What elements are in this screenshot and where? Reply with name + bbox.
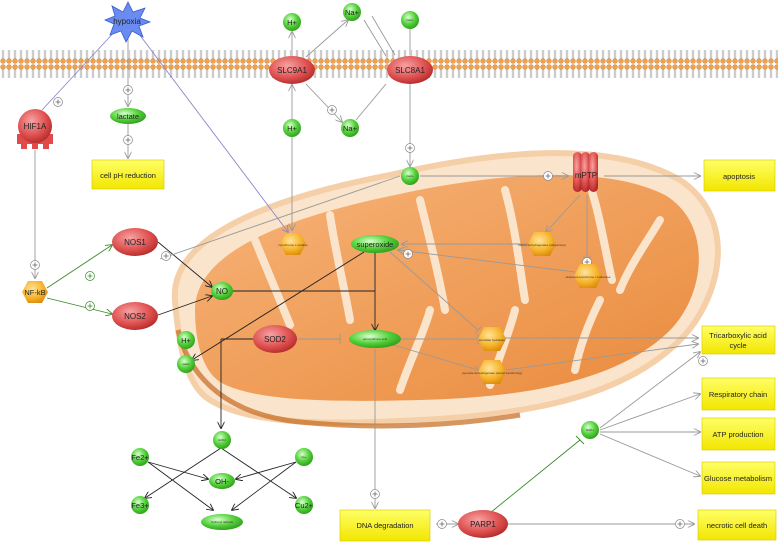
h-mid-label: H+ [287, 124, 297, 133]
ca-top-label: Ca2+ [406, 18, 414, 22]
hif1a-label: HIF1A [24, 122, 47, 131]
nfkb-node[interactable]: NF-kB [22, 281, 48, 303]
mptp-node[interactable]: mPTP [573, 152, 598, 192]
nos2-label: NOS2 [124, 312, 146, 321]
h-top-label: H+ [287, 18, 297, 27]
nad-node[interactable]: NAD+ [581, 421, 599, 439]
pdh-label: pyruvate dehydrogenase (acetyl-transferr… [462, 371, 522, 375]
pdh-node[interactable]: pyruvate dehydrogenase (acetyl-transferr… [462, 360, 522, 384]
hydroxyl-label: hydroxyl radicals [211, 520, 234, 524]
resp-label: Respiratory chain [709, 390, 767, 399]
ubiq-label: ubiquinol-cytochrome c reductase [566, 275, 611, 279]
na-bot-node[interactable]: Na+ [341, 119, 359, 137]
resp-box[interactable]: Respiratory chain [701, 377, 776, 411]
cu2-label: Cu2+ [295, 501, 314, 510]
oh-node[interactable]: OH- [209, 473, 235, 489]
aconitase-label: aconitate hydratase [479, 338, 506, 342]
dna-box[interactable]: DNA degradation [339, 509, 431, 542]
slc8a1-label: SLC8A1 [395, 66, 425, 75]
no-node[interactable]: NO [211, 282, 233, 300]
ubiq-node[interactable]: ubiquinol-cytochrome c reductase [566, 264, 611, 288]
cytochrome-node[interactable]: cytochrome c oxidase [278, 233, 308, 255]
parp1-label: PARP1 [470, 520, 496, 529]
aconitase-node[interactable]: aconitate hydratase [478, 327, 506, 351]
nad-label: NAD+ [586, 428, 594, 432]
h-top-node[interactable]: H+ [283, 13, 301, 31]
cytochrome-label: cytochrome c oxidase [278, 243, 307, 247]
slc9a1-label: SLC9A1 [277, 66, 307, 75]
atp-label: ATP production [712, 430, 763, 439]
hypoxia-node[interactable]: hypoxia [103, 1, 152, 43]
h-mid-node[interactable]: H+ [283, 119, 301, 137]
cell-ph-label: cell pH reduction [100, 171, 156, 180]
cu2-node[interactable]: Cu2+ [295, 496, 314, 514]
slc9a1-node[interactable]: SLC9A1 [269, 56, 315, 84]
ca-top-node[interactable]: Ca2+ [401, 11, 419, 29]
na-top-label: Na+ [345, 8, 360, 17]
necrotic-box[interactable]: necrotic cell death [697, 509, 777, 541]
sod2-node[interactable]: SOD2 [253, 325, 297, 353]
ca-mid-node[interactable]: Ca2+ [401, 167, 419, 185]
fe3-node[interactable]: Fe3+ [131, 496, 149, 514]
superoxide-node[interactable]: superoxide [351, 235, 399, 253]
parp1-node[interactable]: PARP1 [458, 510, 508, 538]
nadh-label: NADH dehydrogenase (ubiquinone) [518, 243, 566, 247]
peroxynitrous-node[interactable]: peroxynitrous acid [349, 330, 401, 348]
h2o2-label: H2O2 [218, 438, 226, 442]
mptp-label: mPTP [575, 171, 597, 180]
fe2-label: Fe2+ [131, 453, 149, 462]
fe2-node[interactable]: Fe2+ [131, 448, 149, 466]
glucose-box[interactable]: Glucose metabolism [701, 461, 776, 495]
cu1-node[interactable]: Cu+ [295, 448, 313, 466]
lactate-label: lactate [117, 112, 139, 121]
water-node[interactable]: water [177, 355, 195, 373]
oh-label: OH- [215, 477, 229, 486]
apoptosis-box[interactable]: apoptosis [703, 159, 776, 192]
atp-box[interactable]: ATP production [701, 417, 776, 451]
h2o2-node[interactable]: H2O2 [213, 431, 231, 449]
na-top-node[interactable]: Na+ [343, 3, 361, 21]
nfkb-label: NF-kB [24, 288, 45, 297]
lactate-node[interactable]: lactate [110, 108, 146, 124]
h-left-label: H+ [181, 336, 191, 345]
nos1-label: NOS1 [124, 238, 146, 247]
cu1-label: Cu+ [301, 455, 307, 459]
dna-label: DNA degradation [356, 521, 413, 530]
sod2-label: SOD2 [264, 335, 286, 344]
nos1-node[interactable]: NOS1 [112, 228, 158, 256]
nadh-node[interactable]: NADH dehydrogenase (ubiquinone) [518, 232, 566, 256]
hydroxyl-node[interactable]: hydroxyl radicals [201, 514, 243, 530]
hypoxia-label: hypoxia [113, 17, 141, 26]
water-label: water [182, 362, 189, 366]
slc8a1-node[interactable]: SLC8A1 [387, 56, 433, 84]
necrotic-label: necrotic cell death [707, 521, 767, 530]
ca-mid-label: Ca2+ [406, 174, 414, 178]
h-left-node[interactable]: H+ [177, 331, 195, 349]
cell-ph-box[interactable]: cell pH reduction [91, 159, 165, 190]
no-label: NO [216, 287, 228, 296]
apoptosis-label: apoptosis [723, 172, 755, 181]
fe3-label: Fe3+ [131, 501, 149, 510]
glucose-label: Glucose metabolism [704, 474, 772, 483]
peroxynitrous-label: peroxynitrous acid [363, 337, 388, 341]
superoxide-label: superoxide [357, 240, 394, 249]
hif1a-node[interactable]: HIF1A [17, 109, 53, 149]
nos2-node[interactable]: NOS2 [112, 302, 158, 330]
mitochondrion [171, 150, 721, 429]
na-bot-label: Na+ [343, 124, 358, 133]
edges [35, 15, 700, 524]
